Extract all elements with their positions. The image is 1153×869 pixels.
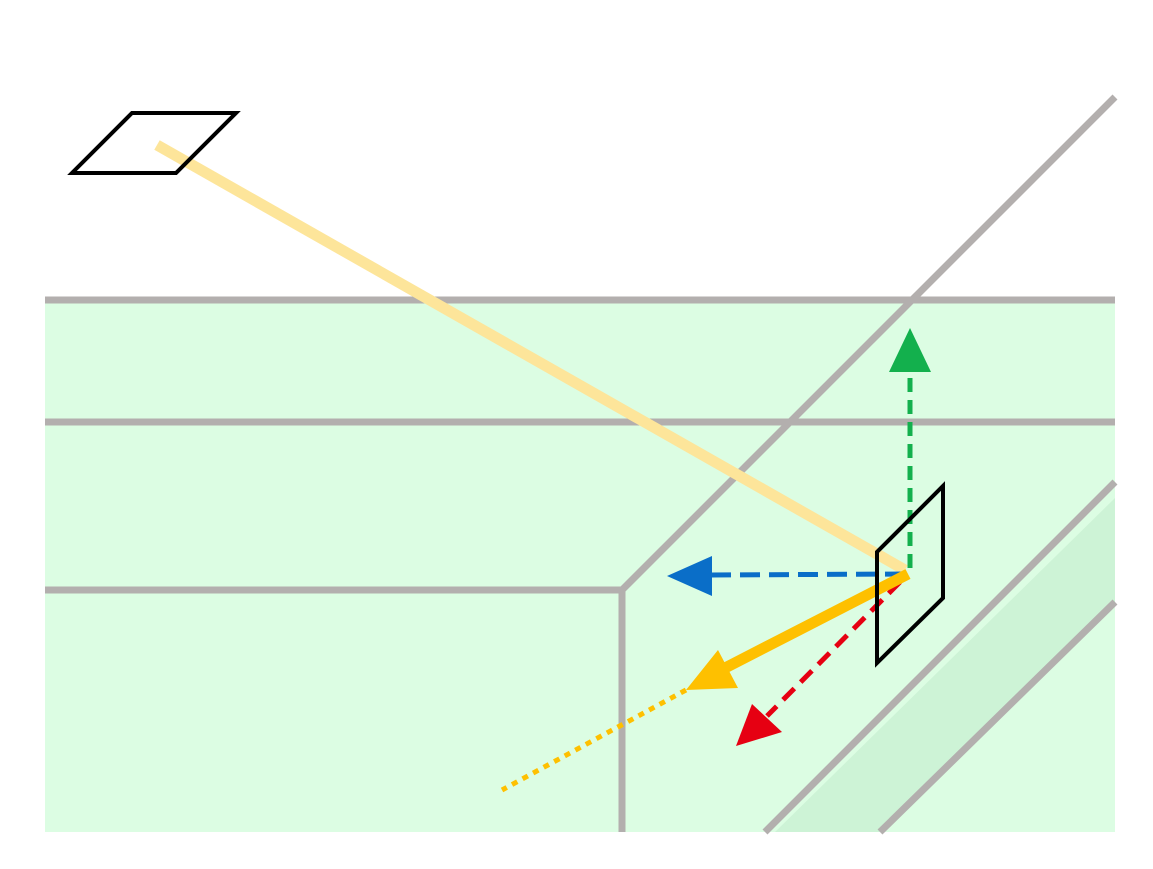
source-patch-outline [67, 111, 241, 175]
receiver-patch-outline [875, 481, 945, 668]
grid-line-diagonal-side-lower [877, 599, 1118, 835]
bitangent-arrowhead [736, 704, 782, 746]
grid-line-diagonal-corner [619, 94, 1118, 593]
grid-line-diagonal-side-upper [762, 479, 1118, 835]
normal-arrowhead [889, 328, 931, 372]
grid-lines [45, 94, 1118, 835]
side-face [775, 498, 1115, 832]
floor-face [45, 300, 1115, 832]
incoming-ray [154, 140, 908, 575]
tangent-arrow-shaft [709, 571, 906, 578]
reflected-ray-arrowhead [686, 650, 738, 690]
tangent-arrowhead [667, 556, 712, 596]
